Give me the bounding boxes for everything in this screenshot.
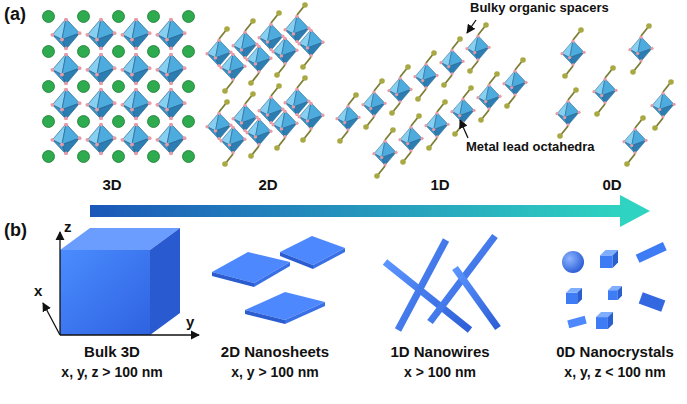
callout-label: Bulky organic spacers <box>470 1 609 16</box>
callout-label: Metal lead octahedra <box>466 140 595 155</box>
dimension-label: 1D <box>430 176 449 193</box>
axis-label: x <box>34 282 42 299</box>
3d-lattice <box>43 11 195 163</box>
leader-line <box>467 20 476 33</box>
leader-line <box>460 120 468 138</box>
size-condition: x, y > 100 nm <box>231 364 319 380</box>
structure-name: 2D Nanosheets <box>221 343 329 360</box>
1d-chains <box>335 22 527 179</box>
nanocrystals <box>562 242 667 329</box>
dimension-arrow <box>90 195 650 227</box>
panel-letter: (a) <box>4 4 26 25</box>
nanowires <box>385 236 498 330</box>
dimension-label: 3D <box>102 176 121 193</box>
structure-name: 1D Nanowires <box>390 343 489 360</box>
dimension-label: 2D <box>258 176 277 193</box>
size-condition: x > 100 nm <box>404 364 476 380</box>
2d-layers <box>205 2 324 167</box>
axis-label: z <box>64 218 72 235</box>
panel-letter: (b) <box>4 220 27 241</box>
bulk-cube <box>43 228 199 335</box>
structure-name: Bulk 3D <box>84 343 140 360</box>
structure-name: 0D Nanocrystals <box>556 343 674 360</box>
nanosheets <box>212 236 345 324</box>
dimension-label: 0D <box>602 176 621 193</box>
axis-label: y <box>186 313 194 330</box>
size-condition: x, y, z > 100 nm <box>61 364 162 380</box>
size-condition: x, y, z < 100 nm <box>564 364 665 380</box>
